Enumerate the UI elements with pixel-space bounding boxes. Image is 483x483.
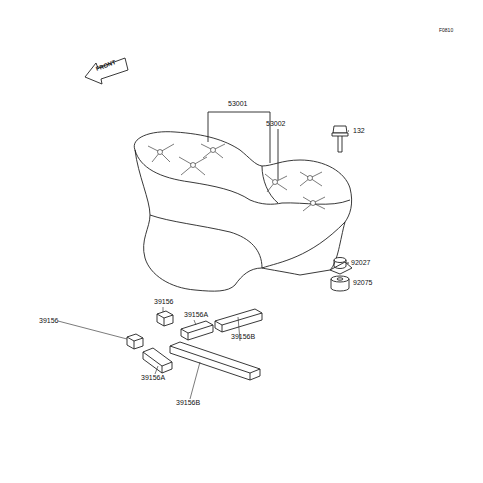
callout-number: 39156A	[141, 374, 165, 382]
callout-number: 92075	[353, 279, 372, 287]
leader-lines	[58, 307, 240, 399]
callout-number: 39156B	[231, 333, 255, 341]
callout-number: 39156B	[176, 399, 200, 407]
grommet	[331, 276, 349, 291]
bracket	[208, 112, 270, 163]
callout-number: 92027	[351, 259, 370, 267]
figure-number: F0810	[439, 26, 453, 34]
callout-number: 39156	[154, 298, 173, 306]
leader-line	[278, 129, 279, 180]
callout-number: 39156	[39, 317, 58, 325]
bolt	[332, 126, 349, 152]
callout-number: 53001	[228, 100, 247, 108]
callout-number: 53002	[266, 120, 285, 128]
pads	[127, 309, 262, 380]
callout-number: 132	[353, 127, 365, 135]
front-arrow	[85, 58, 128, 84]
seat	[134, 132, 352, 291]
collar	[334, 258, 349, 269]
callout-number: 39156A	[184, 311, 208, 319]
